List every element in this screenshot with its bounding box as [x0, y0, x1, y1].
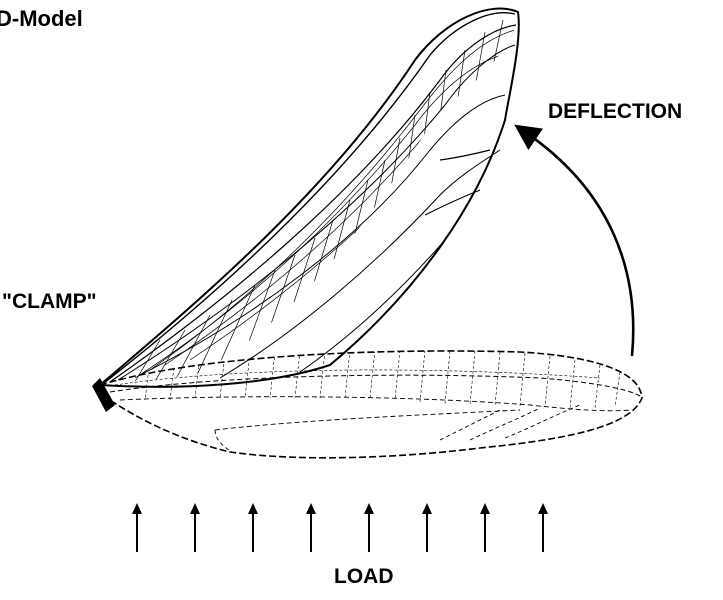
load-arrow: [364, 503, 374, 552]
clamp-label: "CLAMP": [2, 290, 97, 314]
undeflected-wing-outline: [100, 351, 642, 458]
deflected-wing: [100, 9, 519, 390]
figure-title: D-Model: [0, 6, 83, 32]
undeflected-wing: [100, 350, 642, 458]
load-arrow: [190, 503, 200, 552]
load-arrow: [248, 503, 258, 552]
load-arrow: [306, 503, 316, 552]
load-arrow: [480, 503, 490, 552]
load-label: LOAD: [334, 565, 394, 589]
load-arrow: [132, 503, 142, 552]
load-arrow: [422, 503, 432, 552]
deflection-label: DEFLECTION: [548, 100, 682, 124]
load-arrows: [132, 503, 548, 552]
deflected-wing-outline: [100, 9, 519, 387]
deflection-arrow: [525, 132, 633, 356]
load-arrow: [538, 503, 548, 552]
